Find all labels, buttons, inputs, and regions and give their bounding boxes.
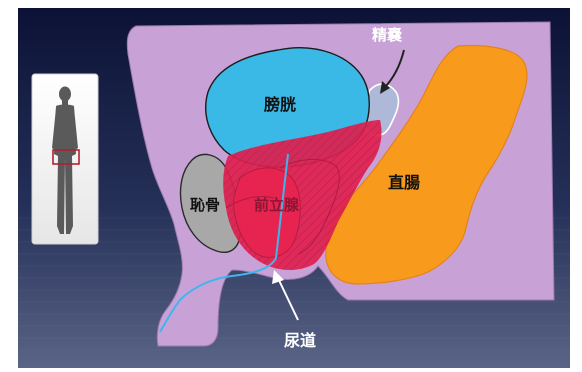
label-pubic-bone: 恥骨 — [190, 196, 220, 214]
anatomy-diagram: 膀胱 精嚢 直腸 恥骨 前立腺 尿道 — [18, 8, 570, 368]
label-bladder: 膀胱 — [264, 95, 296, 114]
label-urethra: 尿道 — [284, 331, 316, 350]
label-seminal-vesicle: 精嚢 — [372, 26, 402, 44]
label-rectum: 直腸 — [388, 173, 420, 192]
label-prostate: 前立腺 — [254, 196, 300, 214]
inset-panel — [32, 74, 98, 244]
